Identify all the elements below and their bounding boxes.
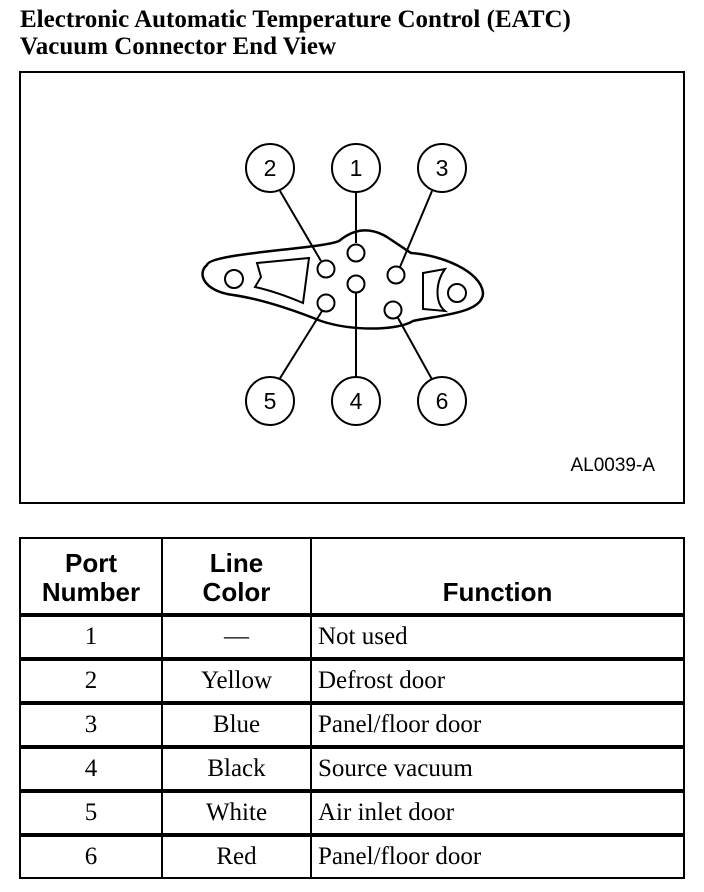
callout-label: 6 — [436, 388, 449, 414]
table-row: 1 — Not used — [19, 613, 685, 660]
line-color-cell: Yellow — [161, 657, 312, 704]
header-port-line2: Number — [41, 577, 141, 607]
title-line-1: Electronic Automatic Temperature Control… — [20, 6, 571, 33]
header-color-line2: Color — [202, 577, 271, 607]
port-hole-5 — [316, 293, 336, 313]
function-cell: Panel/floor door — [310, 833, 685, 879]
table-row: 4 Black Source vacuum — [19, 745, 685, 792]
port-number-cell: 2 — [19, 657, 163, 704]
connector-diagram: 1 2 3 4 5 6 AL0039-A — [19, 71, 685, 504]
function-cell: Defrost door — [310, 657, 685, 704]
connector-drawing: 1 2 3 4 5 6 — [201, 143, 485, 426]
header-function: Function — [310, 537, 685, 616]
port-hole-1 — [346, 243, 366, 263]
port-number-cell: 3 — [19, 701, 163, 748]
table-row: 5 White Air inlet door — [19, 789, 685, 836]
connector-body — [201, 229, 485, 330]
port-hole-4 — [346, 274, 366, 294]
function-cell: Source vacuum — [310, 745, 685, 792]
function-cell: Air inlet door — [310, 789, 685, 836]
port-hole-2 — [316, 259, 336, 279]
table-row: 6 Red Panel/floor door — [19, 833, 685, 879]
callout-4: 4 — [331, 376, 381, 426]
function-cell: Panel/floor door — [310, 701, 685, 748]
port-hole-3 — [386, 265, 406, 285]
line-color-cell: Blue — [161, 701, 312, 748]
line-color-cell: Black — [161, 745, 312, 792]
callout-label: 5 — [264, 388, 277, 414]
table-row: 3 Blue Panel/floor door — [19, 701, 685, 748]
header-color-line1: Line — [209, 548, 264, 578]
line-color-cell: — — [161, 613, 312, 660]
line-color-cell: Red — [161, 833, 312, 879]
leader-lines — [276, 190, 435, 384]
port-number-cell: 5 — [19, 789, 163, 836]
callout-1: 1 — [331, 143, 381, 193]
figure-id: AL0039-A — [570, 455, 655, 476]
callout-label: 1 — [350, 155, 363, 181]
right-recess — [422, 267, 449, 313]
table-header-row: Port Number Line Color Function — [19, 537, 685, 616]
page-title: Electronic Automatic Temperature Control… — [20, 6, 571, 60]
mounting-hole-left — [224, 269, 244, 289]
left-recess — [253, 256, 311, 305]
callout-6: 6 — [417, 376, 467, 426]
callout-3: 3 — [417, 143, 467, 193]
port-number-cell: 6 — [19, 833, 163, 879]
header-line-color: Line Color — [161, 537, 312, 616]
line-color-cell: White — [161, 789, 312, 836]
port-table: Port Number Line Color Function 1 — Not … — [19, 537, 685, 879]
mounting-hole-right — [447, 283, 467, 303]
callout-2: 2 — [245, 143, 295, 193]
port-number-cell: 1 — [19, 613, 163, 660]
callout-label: 4 — [350, 388, 363, 414]
callout-5: 5 — [245, 376, 295, 426]
function-cell: Not used — [310, 613, 685, 660]
port-hole-6 — [383, 300, 403, 320]
callout-label: 2 — [264, 155, 277, 181]
table-row: 2 Yellow Defrost door — [19, 657, 685, 704]
callout-label: 3 — [436, 155, 449, 181]
title-line-2: Vacuum Connector End View — [20, 33, 337, 60]
port-number-cell: 4 — [19, 745, 163, 792]
header-port-line1: Port — [65, 548, 117, 578]
header-port-number: Port Number — [19, 537, 163, 616]
